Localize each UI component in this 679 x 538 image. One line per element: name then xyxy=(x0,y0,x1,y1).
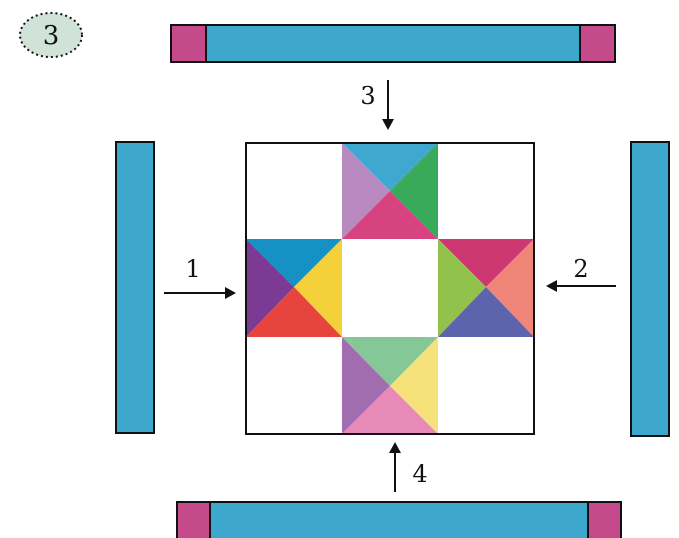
bottom-sashing-strip xyxy=(177,502,621,538)
step-badge: 3 xyxy=(20,13,82,57)
arrow-2: 2 xyxy=(546,255,616,292)
arrow-4: 4 xyxy=(389,442,428,492)
top-sashing-strip xyxy=(171,25,615,62)
right-sashing-strip xyxy=(631,142,669,436)
arrow-1-label: 1 xyxy=(185,255,200,283)
step-number: 3 xyxy=(43,21,60,51)
arrow-2-label: 2 xyxy=(573,255,588,283)
arrow-3: 3 xyxy=(360,80,394,130)
arrow-4-label: 4 xyxy=(412,460,427,488)
cornerstone-top-right xyxy=(580,25,615,62)
left-sashing-strip xyxy=(116,142,154,433)
arrow-3-label: 3 xyxy=(360,82,375,110)
unit-left xyxy=(246,239,342,337)
cornerstone-bottom-right xyxy=(588,502,621,538)
unit-right xyxy=(438,239,534,337)
unit-top xyxy=(342,143,438,239)
quilt-block xyxy=(246,143,534,434)
cornerstone-top-left xyxy=(171,25,206,62)
arrow-1: 1 xyxy=(164,255,236,299)
cornerstone-bottom-left xyxy=(177,502,210,538)
unit-bottom xyxy=(342,337,438,434)
